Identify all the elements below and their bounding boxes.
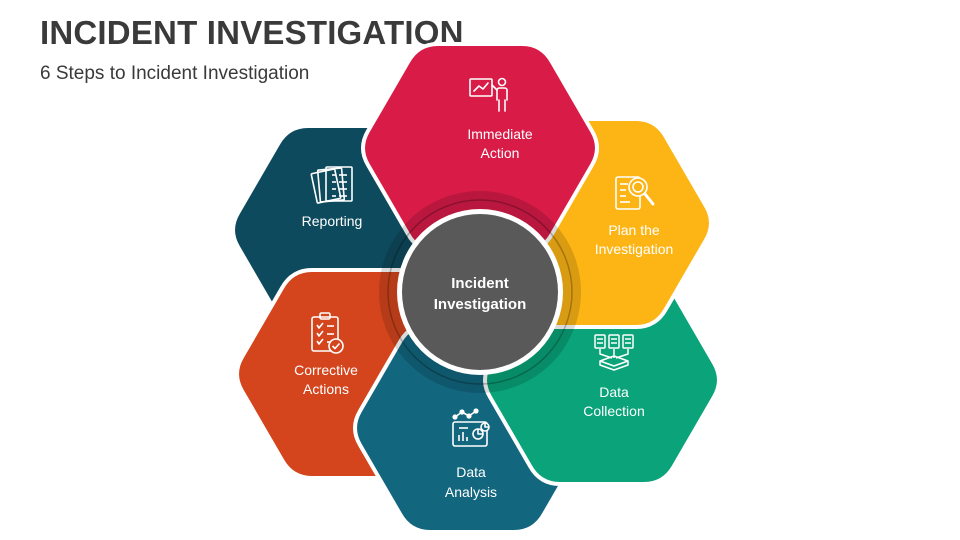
step-label: Actions [303, 381, 349, 397]
step-label: Investigation [595, 241, 674, 257]
hub-ring-line [387, 199, 573, 385]
checklist-icon [311, 312, 344, 354]
step-label: Reporting [302, 213, 363, 229]
step-label: Analysis [445, 484, 497, 500]
step-label: Data [456, 464, 486, 480]
hub-circle [402, 214, 558, 370]
step-label: Collection [583, 403, 644, 419]
presentation-icon [469, 77, 508, 112]
center-label: Incident [451, 275, 509, 292]
step-label: Immediate [467, 126, 533, 142]
analytics-dashboard-icon [452, 408, 490, 447]
document-search-icon [615, 176, 655, 210]
center-label: Investigation [434, 296, 527, 313]
page-title: INCIDENT INVESTIGATION [40, 14, 464, 51]
page-subtitle: 6 Steps to Incident Investigation [40, 63, 310, 84]
step-label: Corrective [294, 362, 358, 378]
step-label: Plan the [608, 222, 660, 238]
data-collection-icon [594, 334, 634, 371]
step-label: Action [481, 145, 520, 161]
step-label: Data [599, 384, 629, 400]
center-hub: Incident Investigation [379, 191, 581, 393]
report-documents-icon [310, 166, 353, 204]
